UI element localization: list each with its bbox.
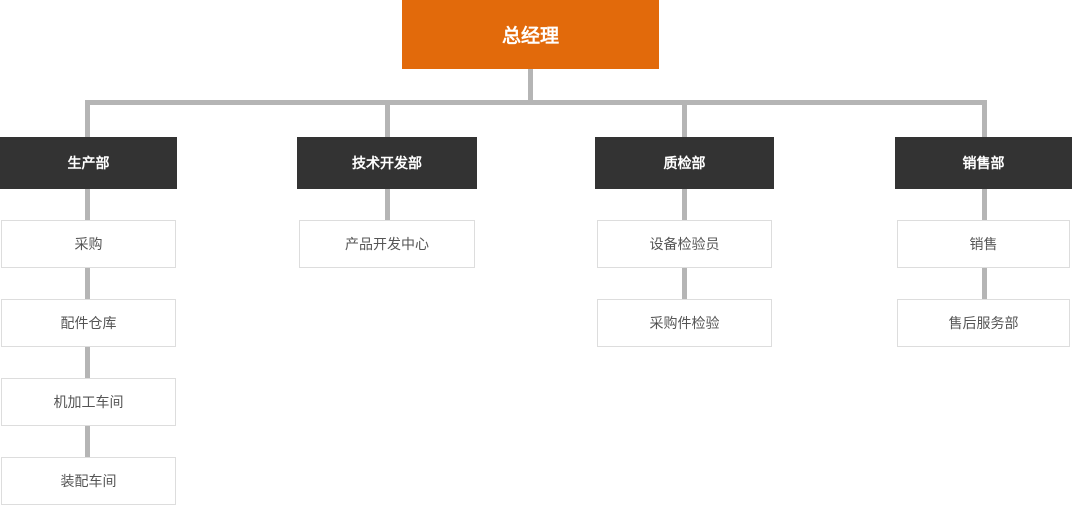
node-child-assembly-workshop: 装配车间	[1, 457, 176, 505]
connector-root-drop	[528, 69, 533, 100]
node-label: 技术开发部	[352, 155, 422, 171]
connector-drop-tech	[385, 105, 390, 137]
node-label: 采购件检验	[649, 315, 720, 331]
connector-drop-quality	[682, 105, 687, 137]
node-department-production: 生产部	[0, 137, 177, 189]
node-label: 装配车间	[60, 473, 117, 489]
node-child-procurement: 采购	[1, 220, 176, 268]
node-label: 产品开发中心	[345, 236, 429, 252]
node-label: 销售部	[962, 155, 1005, 171]
connector-production-child1	[85, 189, 90, 220]
node-department-tech-development: 技术开发部	[297, 137, 477, 189]
connector-tech-child1	[385, 189, 390, 220]
connector-production-child4	[85, 426, 90, 457]
node-child-product-dev-center: 产品开发中心	[299, 220, 475, 268]
connector-drop-sales	[982, 105, 987, 137]
node-label: 总经理	[501, 26, 559, 47]
connector-horizontal-line	[85, 100, 987, 105]
node-label: 设备检验员	[649, 236, 720, 252]
node-label: 机加工车间	[53, 394, 124, 410]
node-child-purchased-parts-inspection: 采购件检验	[597, 299, 772, 347]
connector-quality-child2	[682, 268, 687, 299]
node-child-machining-workshop: 机加工车间	[1, 378, 176, 426]
node-child-equipment-inspector: 设备检验员	[597, 220, 772, 268]
connector-sales-child1	[982, 189, 987, 220]
node-child-parts-warehouse: 配件仓库	[1, 299, 176, 347]
node-department-sales: 销售部	[895, 137, 1072, 189]
node-label: 售后服务部	[948, 315, 1019, 331]
node-child-sales: 销售	[897, 220, 1070, 268]
node-child-after-sales-service: 售后服务部	[897, 299, 1070, 347]
connector-sales-child2	[982, 268, 987, 299]
node-label: 配件仓库	[60, 315, 117, 331]
connector-production-child2	[85, 268, 90, 299]
connector-drop-production	[85, 105, 90, 137]
node-label: 采购	[74, 236, 103, 252]
node-general-manager: 总经理	[402, 0, 659, 69]
connector-production-child3	[85, 347, 90, 378]
node-label: 生产部	[67, 155, 110, 171]
node-label: 销售	[969, 236, 998, 252]
node-label: 质检部	[663, 155, 706, 171]
node-department-quality-inspection: 质检部	[595, 137, 774, 189]
connector-quality-child1	[682, 189, 687, 220]
